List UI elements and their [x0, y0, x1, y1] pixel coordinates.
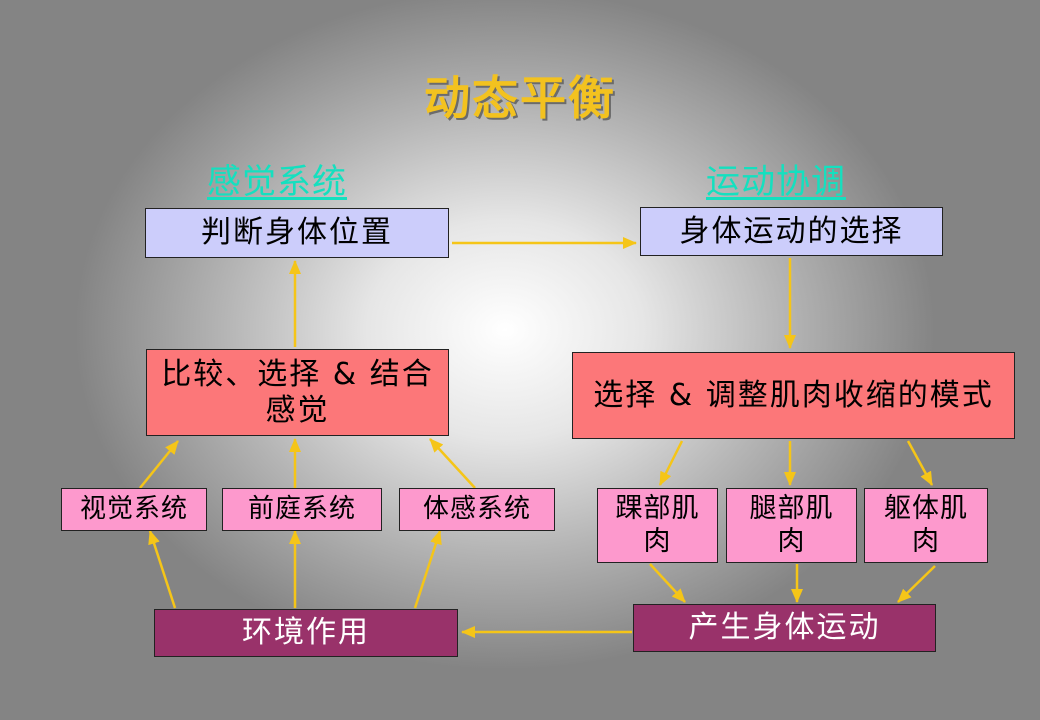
box-environment: 环境作用: [154, 609, 458, 657]
arrow-pattern-to-trunk: [906, 440, 934, 486]
diagram-title: 动态平衡: [424, 71, 616, 125]
box-leg-muscle: 腿部肌肉: [726, 488, 857, 563]
box-produce-movement: 产生身体运动: [633, 604, 936, 652]
box-compare-select: 比较、选择 & 结合感觉: [146, 349, 449, 436]
heading-motor-coordination: 运动协调: [706, 162, 846, 202]
box-trunk-muscle: 躯体肌肉: [864, 488, 988, 563]
arrow-ankle-to-produce: [649, 563, 686, 603]
box-somatosensory-system: 体感系统: [399, 488, 555, 531]
arrow-visual-to-compare: [139, 440, 179, 489]
arrow-trunk-to-produce: [897, 565, 936, 603]
box-judge-position: 判断身体位置: [145, 208, 449, 258]
box-visual-system: 视觉系统: [61, 488, 207, 531]
arrow-pattern-to-ankle: [658, 440, 684, 486]
arrow-soma-to-compare: [429, 438, 476, 489]
box-ankle-muscle: 踝部肌肉: [597, 488, 718, 563]
box-movement-choice: 身体运动的选择: [640, 207, 943, 256]
heading-sensory-system: 感觉系统: [207, 162, 347, 202]
arrow-env-to-soma: [413, 530, 442, 609]
box-muscle-pattern: 选择 & 调整肌肉收缩的模式: [572, 352, 1015, 439]
box-vestibular-system: 前庭系统: [222, 488, 382, 531]
arrow-env-to-visual: [148, 530, 177, 609]
